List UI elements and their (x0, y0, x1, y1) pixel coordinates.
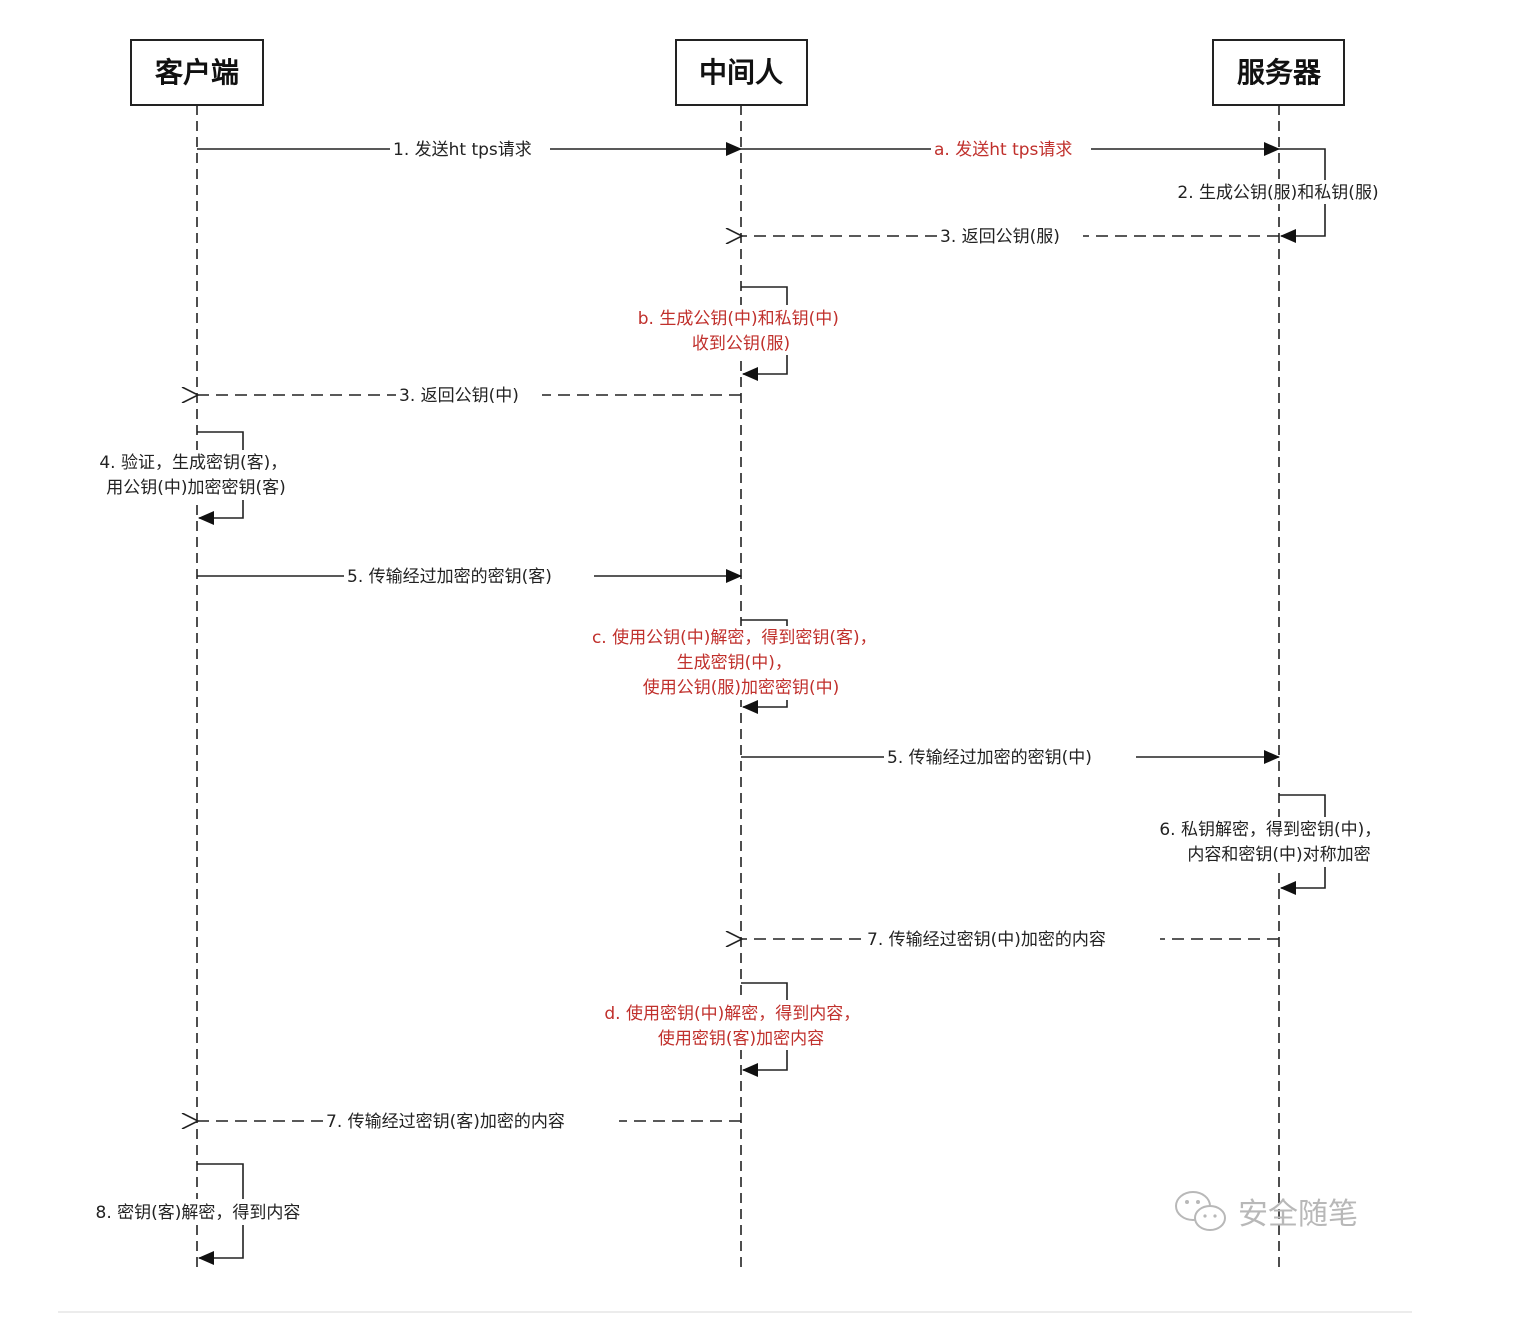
msg-b-line-1: b. 生成公钥(中)和私钥(中) (638, 309, 839, 329)
msg-7-server-label: 7. 传输经过密钥(中)加密的内容 (867, 930, 1106, 950)
watermark-text: 安全随笔 (1238, 1197, 1358, 1232)
client-actor: 客户端 (130, 39, 264, 106)
msg-1-label: 1. 发送ht tps请求 (393, 140, 532, 160)
watermark: 安全随笔 (1175, 1191, 1358, 1232)
msg-c-line-1: c. 使用公钥(中)解密，得到密钥(客)， (592, 627, 877, 648)
msg-7-client-label: 7. 传输经过密钥(客)加密的内容 (326, 1112, 565, 1132)
msg-b-line-2: 收到公钥(服) (692, 334, 790, 354)
msg-d-line-2: 使用密钥(客)加密内容 (658, 1028, 824, 1049)
msg-c-line-2: 生成密钥(中)， (677, 653, 792, 673)
msg-3-server-label: 3. 返回公钥(服) (940, 227, 1060, 247)
msg-d-label: d. 使用密钥(中)解密，得到内容， 使用密钥(客)加密内容 (604, 1003, 865, 1049)
msg-d-line-1: d. 使用密钥(中)解密，得到内容， (604, 1003, 860, 1024)
msg-4-label: 4. 验证，生成密钥(客)， 用公钥(中)加密密钥(客) (99, 453, 292, 498)
wechat-icon (1175, 1191, 1226, 1231)
msg-3-client-label: 3. 返回公钥(中) (399, 386, 519, 406)
middle-actor: 中间人 (675, 39, 808, 106)
msg-6-line-1: 6. 私钥解密，得到密钥(中)， (1159, 820, 1381, 840)
msg-2-label: 2. 生成公钥(服)和私钥(服) (1177, 183, 1378, 203)
msg-6-line-2: 内容和密钥(中)对称加密 (1187, 845, 1370, 865)
msg-b-label: b. 生成公钥(中)和私钥(中) 收到公钥(服) (638, 309, 845, 354)
msg-6-label: 6. 私钥解密，得到密钥(中)， 内容和密钥(中)对称加密 (1159, 820, 1386, 865)
msg-8-label: 8. 密钥(客)解密，得到内容 (96, 1203, 301, 1223)
server-actor-label: 服务器 (1237, 56, 1322, 89)
middle-actor-label: 中间人 (699, 56, 783, 89)
server-actor: 服务器 (1212, 39, 1345, 106)
msg-a-label: a. 发送ht tps请求 (934, 140, 1072, 160)
msg-4-line-1: 4. 验证，生成密钥(客)， (99, 453, 287, 473)
client-actor-label: 客户端 (155, 56, 239, 89)
msg-c-label: c. 使用公钥(中)解密，得到密钥(客)， 生成密钥(中)， 使用公钥(服)加密… (592, 627, 882, 698)
msg-c-line-3: 使用公钥(服)加密密钥(中) (643, 677, 840, 698)
msg-5-client-label: 5. 传输经过加密的密钥(客) (347, 567, 552, 587)
msg-5-server-label: 5. 传输经过加密的密钥(中) (887, 748, 1092, 768)
msg-4-line-2: 用公钥(中)加密密钥(客) (106, 478, 286, 498)
